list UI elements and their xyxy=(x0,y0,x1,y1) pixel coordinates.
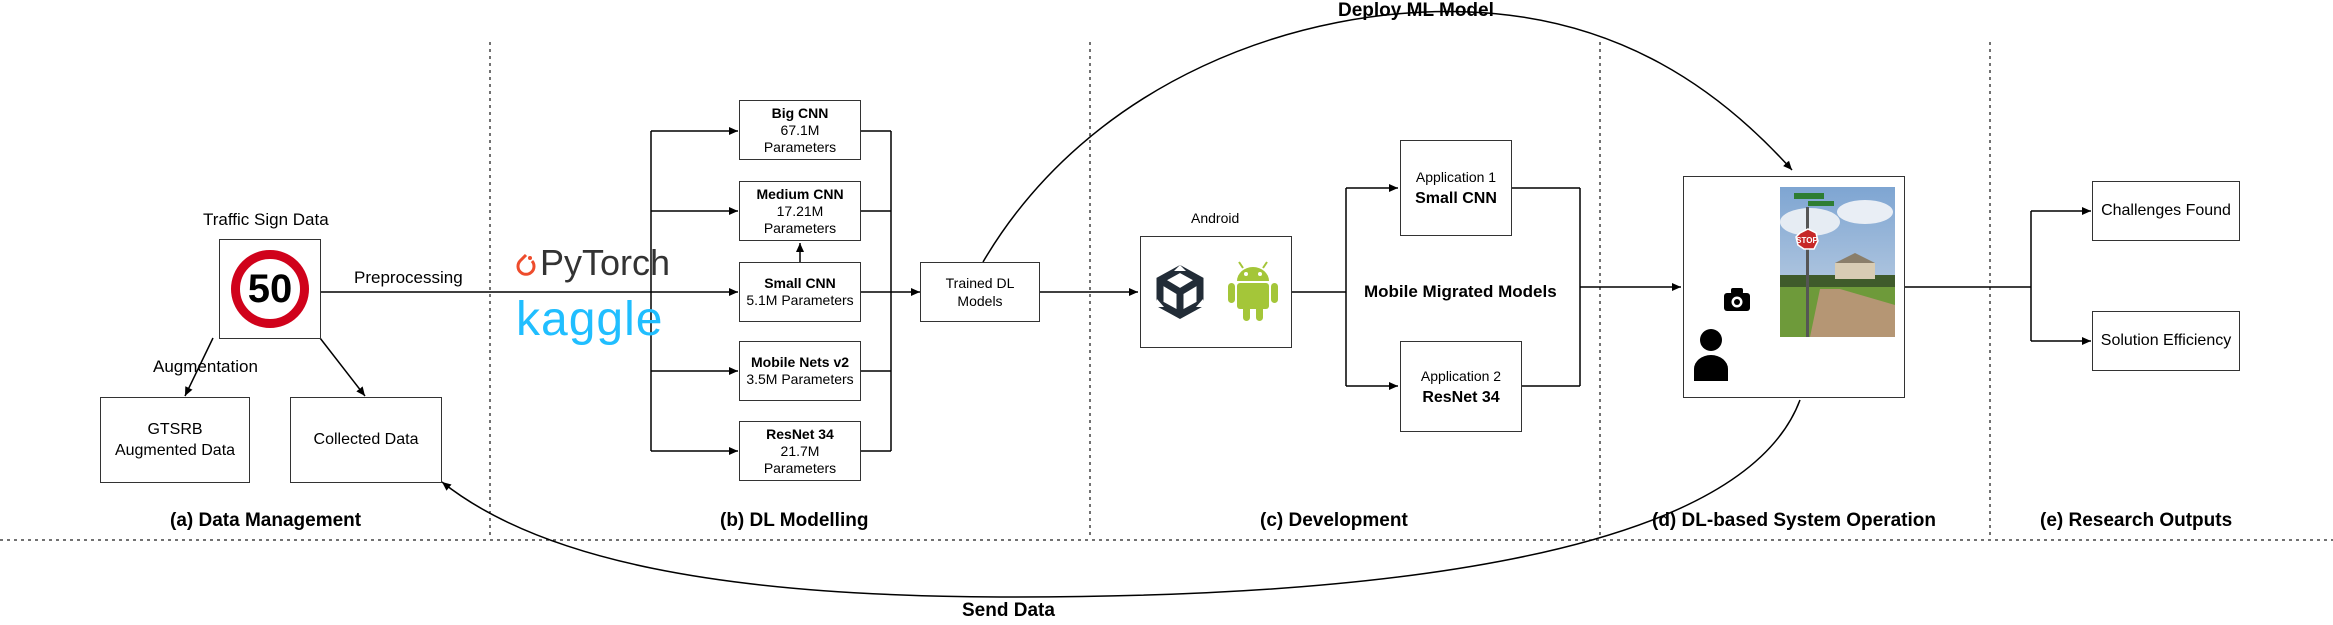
app1-box: Application 1 Small CNN xyxy=(1400,140,1512,236)
system-operation-box: STOP xyxy=(1683,176,1905,398)
efficiency-box: Solution Efficiency xyxy=(2092,311,2240,371)
model-params-unit: Parameters xyxy=(763,459,837,476)
pytorch-flame-icon xyxy=(516,253,536,276)
model-name: Big CNN xyxy=(771,104,829,121)
trained-line1: Trained DL xyxy=(945,275,1015,291)
model-params: 21.7M xyxy=(780,442,820,459)
android-label: Android xyxy=(1191,210,1240,226)
model-name: ResNet 34 xyxy=(766,425,834,442)
app1-model: Small CNN xyxy=(1415,190,1497,207)
section-a-title: (a) Data Management xyxy=(170,510,362,531)
android-robot-icon xyxy=(1228,261,1278,321)
section-dividers xyxy=(489,42,1991,538)
app1-title: Application 1 xyxy=(1415,169,1497,185)
model-params-unit: Parameters xyxy=(763,138,837,155)
gtsrb-box: GTSRB Augmented Data xyxy=(100,397,250,483)
kaggle-logo: kaggle xyxy=(516,293,664,346)
collected-data-box: Collected Data xyxy=(290,397,442,483)
model-params: 17.21M xyxy=(776,202,824,219)
sign-number: 50 xyxy=(247,266,293,311)
model-params: 67.1M xyxy=(780,121,820,138)
traffic-sign-title: Traffic Sign Data xyxy=(203,210,329,229)
stop-sign-text: STOP xyxy=(1796,236,1818,245)
model-name: Medium CNN xyxy=(756,185,844,202)
mobile-migrated-label: Mobile Migrated Models xyxy=(1364,282,1557,301)
model-params: 3.5M Parameters xyxy=(746,371,854,387)
trained-line2: Models xyxy=(957,293,1003,309)
model-params-unit: Parameters xyxy=(763,219,837,236)
app2-title: Application 2 xyxy=(1420,367,1502,384)
model-name: Small CNN xyxy=(764,275,836,291)
model-big-cnn: Big CNN 67.1M Parameters xyxy=(739,100,861,160)
pytorch-text: PyTorch xyxy=(540,242,671,283)
section-e-title: (e) Research Outputs xyxy=(2040,510,2233,531)
augmentation-label: Augmentation xyxy=(153,357,258,376)
preprocessing-label: Preprocessing xyxy=(354,268,463,287)
app2-model: ResNet 34 xyxy=(1422,388,1500,406)
challenges-label: Challenges Found xyxy=(2101,202,2231,219)
section-b-title: (b) DL Modelling xyxy=(720,510,869,531)
send-data-label: Send Data xyxy=(962,600,1055,621)
section-d-title: (d) DL-based System Operation xyxy=(1652,510,1936,531)
model-small-cnn: Small CNN 5.1M Parameters xyxy=(739,262,861,322)
trained-models-box: Trained DL Models xyxy=(920,262,1040,322)
gtsrb-line2: Augmented Data xyxy=(114,442,236,459)
app2-box: Application 2 ResNet 34 xyxy=(1400,341,1522,432)
model-params: 5.1M Parameters xyxy=(746,292,854,308)
model-name: Mobile Nets v2 xyxy=(750,354,850,370)
efficiency-label: Solution Efficiency xyxy=(2100,332,2232,349)
gtsrb-line1: GTSRB xyxy=(147,421,203,438)
unity-logo-icon xyxy=(1155,265,1205,319)
deploy-label: Deploy ML Model xyxy=(1338,0,1494,21)
traffic-sign-box: 50 xyxy=(219,239,321,339)
unity-android-box xyxy=(1140,236,1292,348)
challenges-box: Challenges Found xyxy=(2092,181,2240,241)
model-medium-cnn: Medium CNN 17.21M Parameters xyxy=(739,181,861,241)
section-c-title: (c) Development xyxy=(1260,510,1408,531)
collected-data-label: Collected Data xyxy=(313,431,419,448)
user-with-camera-icon xyxy=(1694,288,1750,381)
model-mobilenets-v2: Mobile Nets v2 3.5M Parameters xyxy=(739,341,861,401)
street-stop-sign-photo: STOP xyxy=(1780,187,1895,337)
speed-limit-sign-icon: 50 xyxy=(231,250,309,328)
model-resnet34: ResNet 34 21.7M Parameters xyxy=(739,421,861,481)
